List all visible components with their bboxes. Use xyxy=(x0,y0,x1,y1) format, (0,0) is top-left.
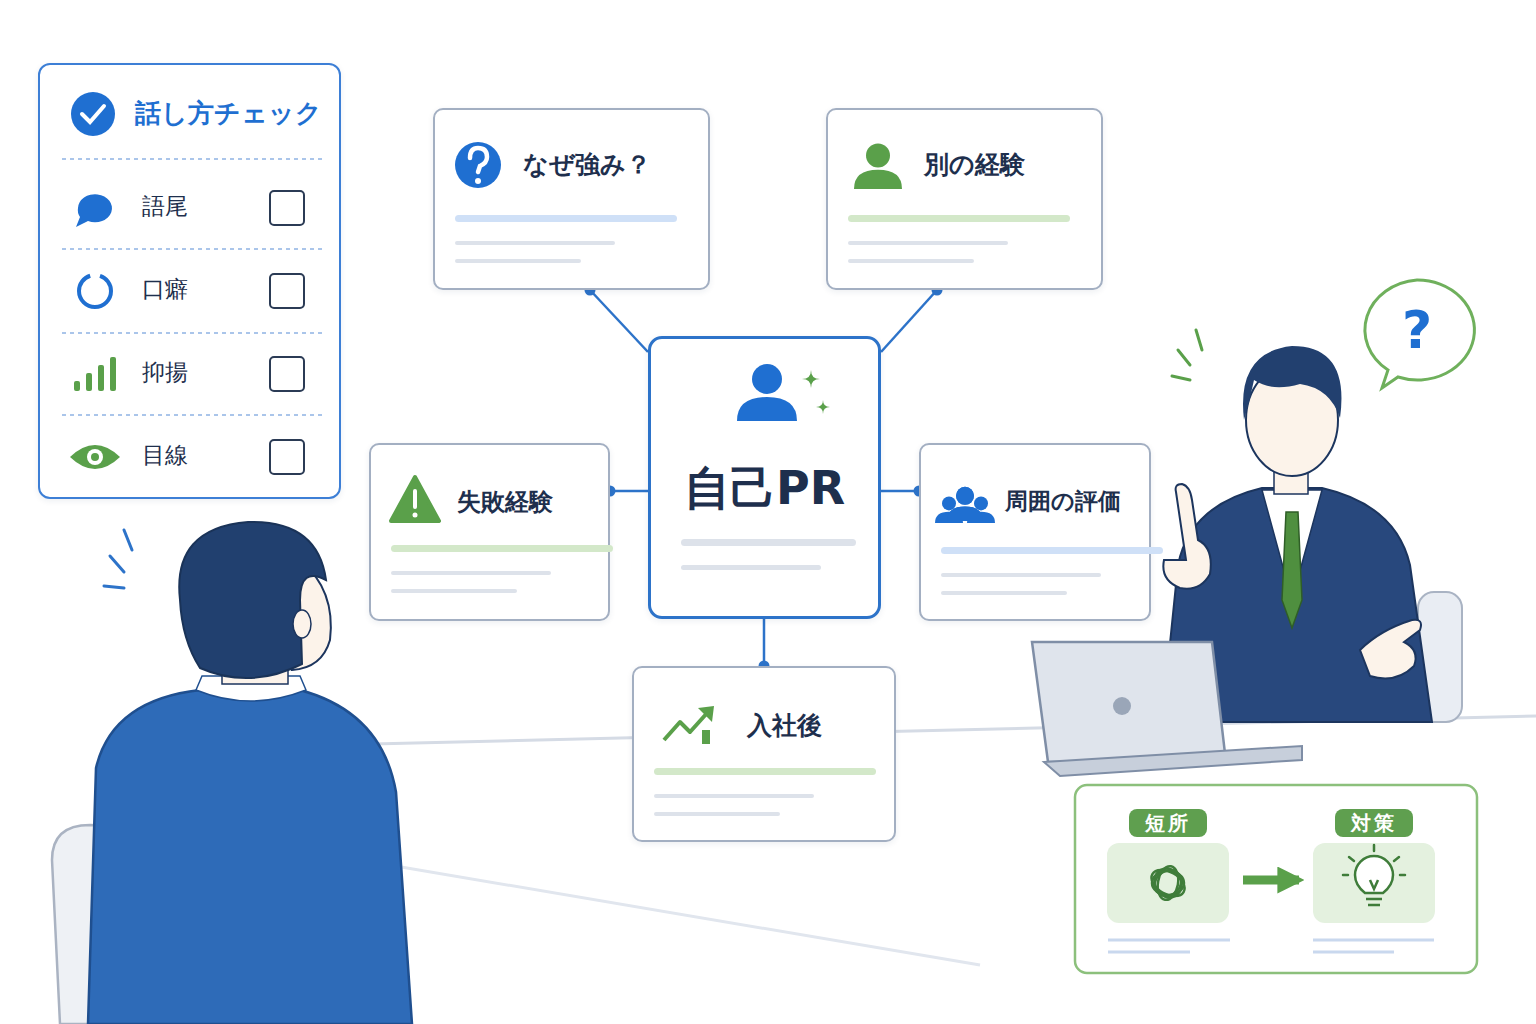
laptop xyxy=(1032,642,1302,776)
card-title: 入社後 xyxy=(747,711,822,741)
connector xyxy=(881,285,943,353)
tag-label: 短所 xyxy=(1129,809,1207,837)
card-title: 失敗経験 xyxy=(457,488,553,517)
check-item: 抑揚 xyxy=(142,361,188,384)
text-lines xyxy=(1108,940,1434,952)
connector-line xyxy=(1243,876,1299,885)
connector xyxy=(585,285,649,353)
card-title: 話し方チェック xyxy=(135,98,322,129)
card-icon xyxy=(634,668,898,844)
card-title: 周囲の評価 xyxy=(1005,488,1121,516)
checklist-panel: 話し方チェック xyxy=(38,63,341,499)
topic-card: 別の経験 xyxy=(826,108,1103,290)
connector xyxy=(881,486,925,497)
topic-card: 周囲の評価 xyxy=(919,443,1151,621)
card-icon xyxy=(435,110,712,292)
connector-line xyxy=(881,490,919,493)
candidate xyxy=(88,522,412,1024)
topic-card: 失敗経験 xyxy=(369,443,610,621)
connector-line xyxy=(881,290,937,352)
card-icon xyxy=(40,65,343,501)
check-item: 語尾 xyxy=(142,195,188,218)
connector-line xyxy=(590,290,648,352)
weakness-column: 短所 xyxy=(1107,809,1229,923)
strategy-panel xyxy=(1075,785,1477,973)
topic-card: なぜ強み？ xyxy=(433,108,710,290)
card-title: 自己PR xyxy=(684,461,845,516)
card-title: 別の経験 xyxy=(924,150,1025,180)
question-mark: ? xyxy=(1402,304,1432,356)
check-item: 口癖 xyxy=(142,278,188,301)
card-icon xyxy=(828,110,1105,292)
check-item: 目線 xyxy=(142,444,188,467)
connector xyxy=(759,619,770,672)
card-title: なぜ強み？ xyxy=(523,150,651,180)
connector xyxy=(605,486,649,497)
connector-line xyxy=(763,619,766,666)
connector xyxy=(1243,880,1299,881)
card-icon xyxy=(371,445,612,623)
speech-bubble xyxy=(1365,280,1475,388)
center-card: 自己PR xyxy=(648,336,881,619)
tag-label: 対策 xyxy=(1335,809,1413,837)
solution-column: 対策 xyxy=(1313,809,1435,923)
connector-line xyxy=(610,490,648,493)
card-icon xyxy=(921,445,1153,623)
topic-card: 入社後 xyxy=(632,666,896,842)
table-edge xyxy=(360,860,980,965)
